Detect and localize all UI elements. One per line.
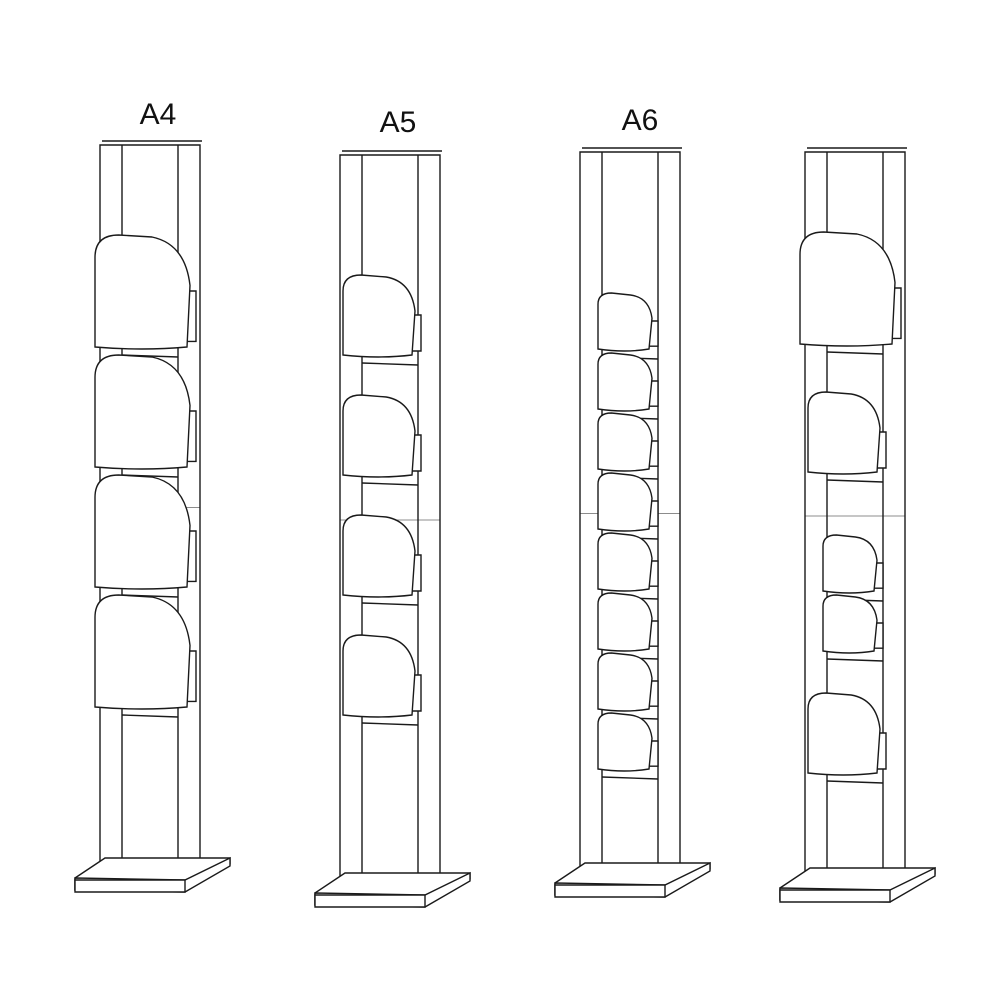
brochure-holder-a4 (95, 475, 190, 589)
brochure-holder-a4 (95, 355, 190, 469)
base-front (555, 885, 665, 897)
shelf-rail (827, 352, 883, 354)
brochure-holder-a6 (598, 713, 652, 771)
brochure-holder-a4 (95, 235, 190, 349)
brochure-holder-a6 (598, 593, 652, 651)
brochure-holder-a4 (800, 232, 895, 346)
shelf-rail (362, 723, 418, 725)
brochure-holder-a6 (598, 653, 652, 711)
brochure-holder-a6 (598, 533, 652, 591)
shelf-rail (827, 480, 883, 482)
brochure-holder-a6 (598, 473, 652, 531)
shelf-rail (362, 363, 418, 365)
shelf-rail (122, 715, 178, 717)
brochure-holder-a6 (598, 293, 652, 351)
stand (555, 148, 710, 897)
stand (75, 141, 230, 892)
stand (780, 148, 935, 902)
brochure-holder-a6 (598, 353, 652, 411)
base-front (75, 880, 185, 892)
base-front (315, 895, 425, 907)
stand-label-a4: A4 (139, 98, 177, 131)
shelf-rail (602, 777, 658, 779)
brochure-holder-a5 (808, 392, 880, 474)
brochure-holder-a5 (343, 395, 415, 477)
brochure-holder-a5 (808, 693, 880, 775)
shelf-rail (827, 781, 883, 783)
brochure-holder-a5 (343, 515, 415, 597)
stand (315, 151, 470, 907)
brochure-holder-a5 (343, 275, 415, 357)
brochure-holder-a5 (343, 635, 415, 717)
shelf-rail (362, 483, 418, 485)
stand-label-a5: A5 (379, 106, 417, 139)
brochure-holder-a4 (95, 595, 190, 709)
base-front (780, 890, 890, 902)
brochure-holder-a6 (823, 535, 877, 593)
shelf-rail (362, 603, 418, 605)
stand-label-a6: A6 (621, 104, 659, 137)
brochure-holder-a6 (823, 595, 877, 653)
shelf-rail (827, 659, 883, 661)
brochure-holder-a6 (598, 413, 652, 471)
